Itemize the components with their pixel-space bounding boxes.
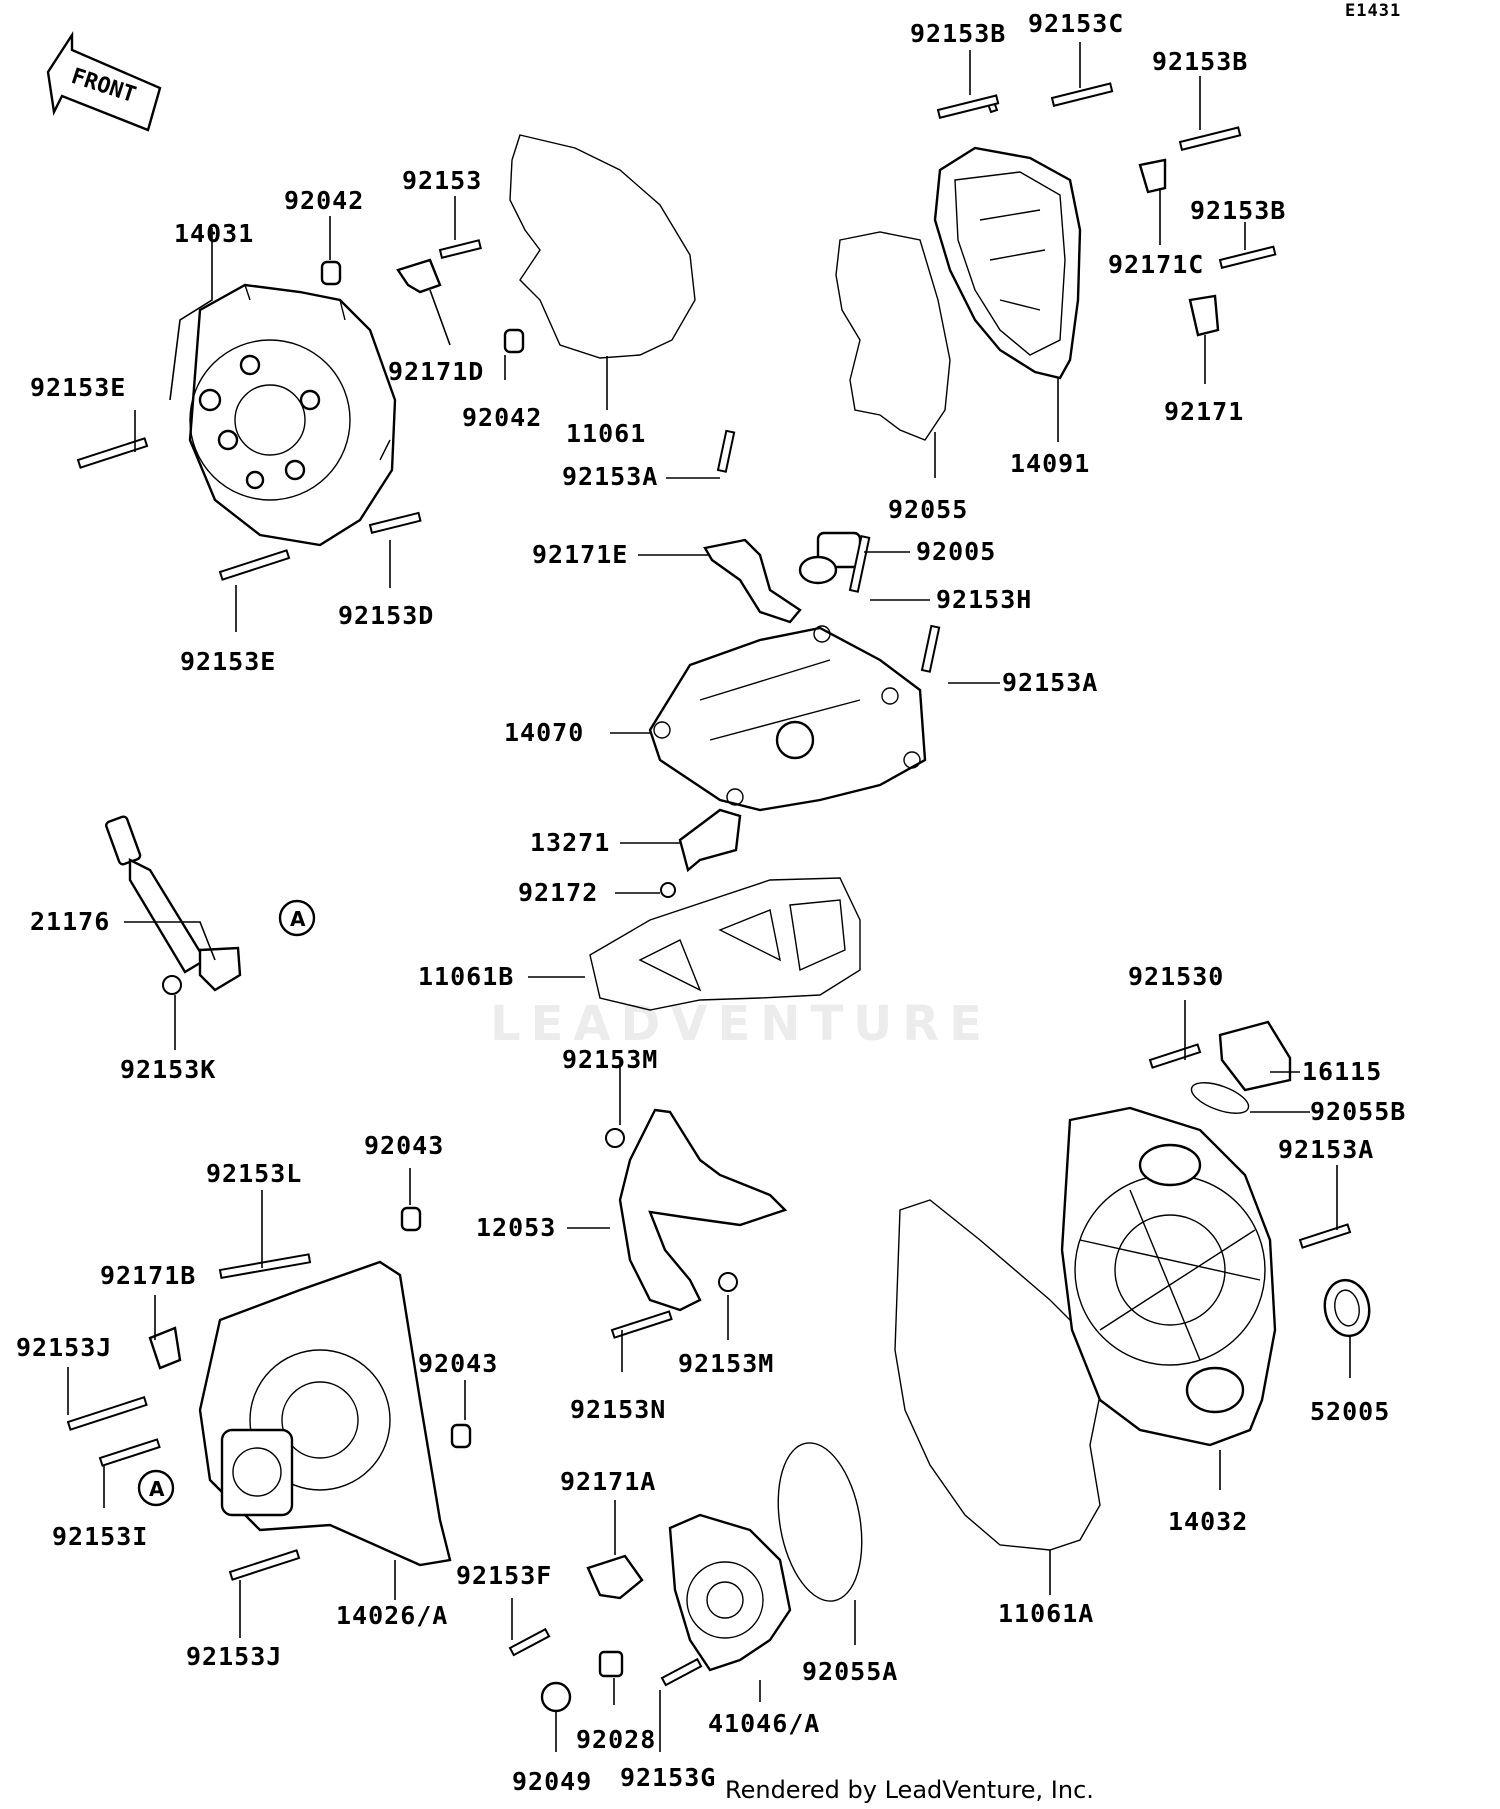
bolts xyxy=(66,82,1352,1687)
label-41046A: 41046/A xyxy=(708,1709,820,1738)
label-92153A-2: 92153A xyxy=(1002,668,1098,697)
leader-lines xyxy=(67,42,1351,1752)
label-52005: 52005 xyxy=(1310,1397,1390,1426)
label-11061: 11061 xyxy=(566,419,646,448)
label-92042-1: 92042 xyxy=(284,186,364,215)
label-92171B: 92171B xyxy=(100,1261,196,1290)
label-92055A: 92055A xyxy=(802,1657,898,1686)
cover-14070 xyxy=(648,625,927,812)
o-ring-92055A xyxy=(777,1442,863,1602)
guide-12053 xyxy=(618,1108,788,1312)
label-11061B: 11061B xyxy=(418,962,514,991)
bracket-92171E xyxy=(703,538,802,624)
label-14091: 14091 xyxy=(1010,449,1090,478)
washer-92049 xyxy=(540,1681,572,1713)
dowel-92043-a xyxy=(400,1206,422,1232)
label-14026A: 14026/A xyxy=(336,1601,448,1630)
label-92049: 92049 xyxy=(512,1767,592,1796)
label-92153A-3: 92153A xyxy=(1278,1135,1374,1164)
label-92171C: 92171C xyxy=(1108,250,1204,279)
dowel-92042-a xyxy=(320,260,342,286)
label-92153: 92153 xyxy=(402,166,482,195)
label-92171E: 92171E xyxy=(532,540,628,569)
diagram-code: E1431 xyxy=(1345,1,1401,21)
label-92153C: 92153C xyxy=(1028,9,1124,38)
clip-92171D xyxy=(396,258,442,294)
label-92153L: 92153L xyxy=(206,1159,302,1188)
label-92153G: 92153G xyxy=(620,1763,716,1792)
label-92153H: 92153H xyxy=(936,585,1032,614)
watermark: LEADVENTURE xyxy=(490,996,992,1052)
label-92043-1: 92043 xyxy=(364,1131,444,1160)
footer-credit: Rendered by LeadVenture, Inc. xyxy=(725,1776,1094,1804)
gasket-11061A xyxy=(894,1199,1101,1551)
clip-92171 xyxy=(1188,294,1220,337)
label-92153B-2: 92153B xyxy=(1152,47,1248,76)
label-92153N: 92153N xyxy=(570,1395,666,1424)
cover-14026A xyxy=(198,1260,452,1567)
generator-cover-14031 xyxy=(188,283,397,547)
cap-16115 xyxy=(1218,1020,1292,1092)
callout-letter-upper: A xyxy=(290,907,306,931)
label-92153M-2: 92153M xyxy=(678,1349,774,1378)
label-92171: 92171 xyxy=(1164,397,1244,426)
cover-14091 xyxy=(933,146,1082,380)
seal-52005 xyxy=(1323,1278,1371,1338)
label-92153D: 92153D xyxy=(338,601,434,630)
clip-92171B xyxy=(148,1326,182,1370)
label-92005: 92005 xyxy=(916,537,996,566)
dowel-92043-b xyxy=(450,1423,472,1449)
plate-13271 xyxy=(678,808,742,873)
label-92153M-1: 92153M xyxy=(562,1045,658,1074)
label-92153K: 92153K xyxy=(120,1055,216,1084)
label-92028: 92028 xyxy=(576,1725,656,1754)
label-92153J-1: 92153J xyxy=(16,1333,112,1362)
dowel-92042-b xyxy=(503,328,525,354)
clutch-cover-14032 xyxy=(1060,1106,1277,1447)
label-92171D: 92171D xyxy=(388,357,484,386)
label-92153E-1: 92153E xyxy=(30,373,126,402)
front-direction-arrow: FRONT xyxy=(46,30,162,132)
label-92042-2: 92042 xyxy=(462,403,542,432)
label-21176: 21176 xyxy=(30,907,110,936)
gasket-11061B xyxy=(589,877,861,1011)
sensor-21176 xyxy=(105,815,242,992)
label-92153I: 92153I xyxy=(52,1522,148,1551)
label-12053: 12053 xyxy=(476,1213,556,1242)
label-14070: 14070 xyxy=(504,718,584,747)
label-13271: 13271 xyxy=(530,828,610,857)
label-921530: 921530 xyxy=(1128,962,1224,991)
label-92055B: 92055B xyxy=(1310,1097,1406,1126)
clip-92171C xyxy=(1138,158,1167,194)
label-92055: 92055 xyxy=(888,495,968,524)
label-92153J-2: 92153J xyxy=(186,1642,282,1671)
label-16115: 16115 xyxy=(1302,1057,1382,1086)
callout-A-upper: A xyxy=(278,899,316,937)
label-92171A: 92171A xyxy=(560,1467,656,1496)
label-92153A-1: 92153A xyxy=(562,462,658,491)
clamp-92171A xyxy=(586,1554,644,1600)
gasket-11061 xyxy=(509,134,696,359)
pump-cover-41046A xyxy=(668,1513,792,1672)
label-14031: 14031 xyxy=(174,219,254,248)
label-92153E-2: 92153E xyxy=(180,647,276,676)
label-92153F: 92153F xyxy=(456,1561,552,1590)
label-92153B-1: 92153B xyxy=(910,19,1006,48)
label-92153B-3: 92153B xyxy=(1190,196,1286,225)
label-92043-2: 92043 xyxy=(418,1349,498,1378)
label-11061A: 11061A xyxy=(998,1599,1094,1628)
callout-A-lower: A xyxy=(137,1469,175,1507)
label-92172: 92172 xyxy=(518,878,598,907)
gasket-92055 xyxy=(835,231,951,441)
label-14032: 14032 xyxy=(1168,1507,1248,1536)
callout-letter-lower: A xyxy=(149,1477,165,1501)
fitting-92005 xyxy=(798,531,862,585)
collar-92028 xyxy=(598,1650,624,1678)
o-ring-92055B xyxy=(1190,1082,1250,1114)
part-labels: 92153B 92153C 92153B 92153B 92171C 92171… xyxy=(16,9,1406,1796)
